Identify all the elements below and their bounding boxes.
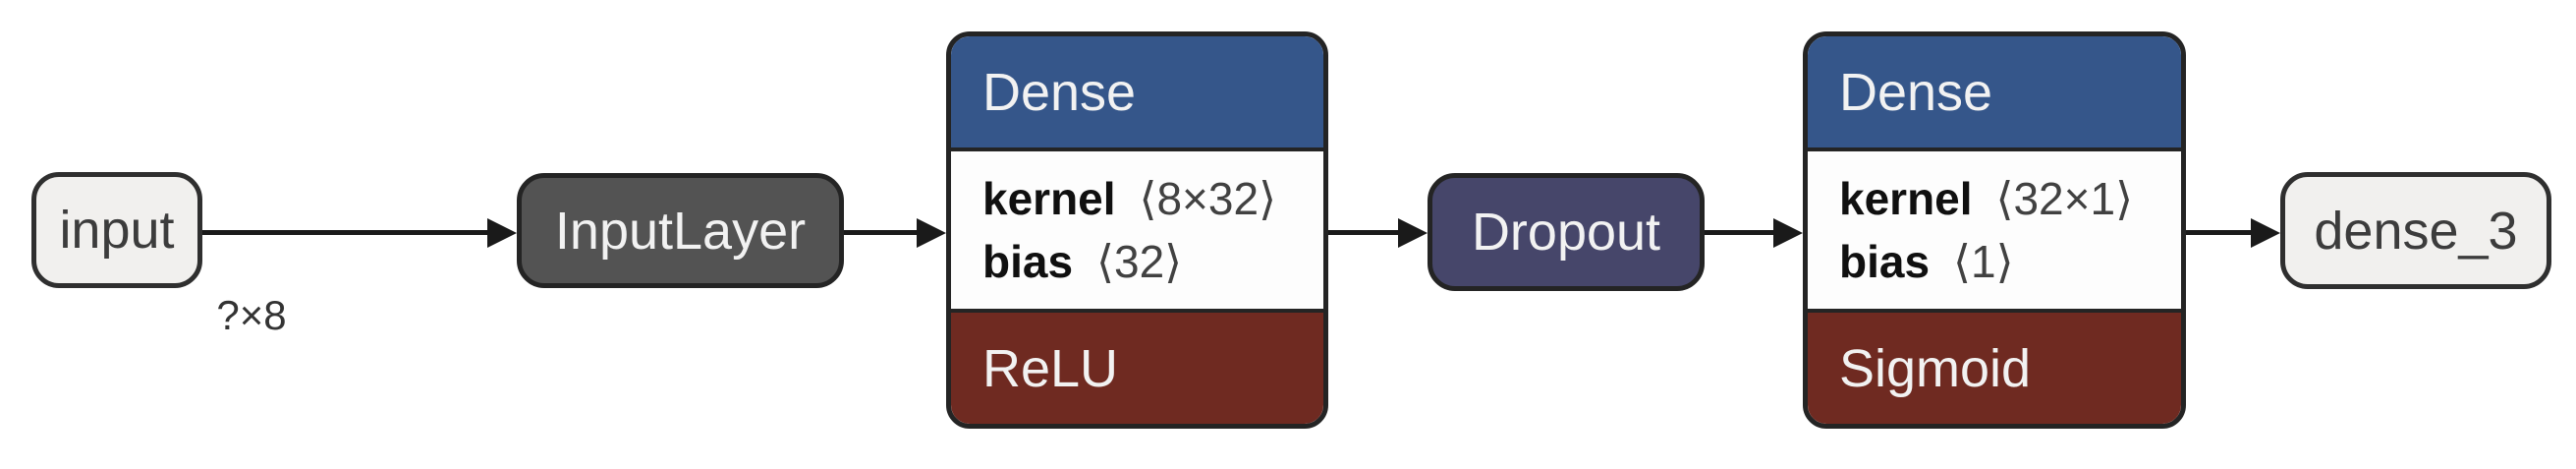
node-dropout-label: Dropout — [1471, 203, 1661, 262]
dense2-param-bias: bias ⟨1⟩ — [1839, 239, 2181, 284]
param-shape: ⟨1⟩ — [1953, 236, 2014, 287]
param-name: bias — [1839, 236, 1931, 287]
dense1-title: Dense — [982, 62, 1137, 122]
param-name: kernel — [1839, 173, 1973, 224]
node-inputlayer[interactable]: InputLayer — [517, 173, 844, 288]
node-dropout[interactable]: Dropout — [1428, 173, 1705, 291]
param-shape: ⟨8×32⟩ — [1139, 173, 1277, 224]
param-name: bias — [982, 236, 1074, 287]
node-inputlayer-label: InputLayer — [554, 201, 807, 261]
edge-dropout-to-dense2 — [1705, 230, 1773, 235]
node-dense-1[interactable]: Dense kernel ⟨8×32⟩ bias ⟨32⟩ ReLU — [946, 31, 1328, 429]
dense1-params: kernel ⟨8×32⟩ bias ⟨32⟩ — [951, 147, 1323, 313]
dense2-activation-label: Sigmoid — [1839, 338, 2032, 398]
dense2-param-kernel: kernel ⟨32×1⟩ — [1839, 176, 2181, 221]
dense1-activation: ReLU — [951, 313, 1323, 424]
dense1-param-bias: bias ⟨32⟩ — [982, 239, 1323, 284]
edge-dense2-to-output — [2186, 230, 2251, 235]
node-output-dense-3[interactable]: dense_3 — [2280, 172, 2551, 289]
dense2-params: kernel ⟨32×1⟩ bias ⟨1⟩ — [1808, 147, 2181, 313]
dense1-header: Dense — [951, 36, 1323, 147]
dense1-activation-label: ReLU — [982, 338, 1119, 398]
edge-input-to-inputlayer — [202, 230, 487, 235]
dense2-title: Dense — [1839, 62, 1993, 122]
node-input[interactable]: input — [31, 172, 202, 288]
param-shape: ⟨32×1⟩ — [1995, 173, 2134, 224]
edge-inputlayer-to-dense1 — [844, 230, 917, 235]
edge-label-input-shape: ?×8 — [216, 292, 287, 338]
edge-dense1-to-dropout — [1328, 230, 1398, 235]
node-output-label: dense_3 — [2314, 201, 2518, 261]
param-shape: ⟨32⟩ — [1096, 236, 1183, 287]
dense2-header: Dense — [1808, 36, 2181, 147]
param-name: kernel — [982, 173, 1116, 224]
node-dense-2[interactable]: Dense kernel ⟨32×1⟩ bias ⟨1⟩ Sigmoid — [1803, 31, 2186, 429]
dense1-param-kernel: kernel ⟨8×32⟩ — [982, 176, 1323, 221]
dense2-activation: Sigmoid — [1808, 313, 2181, 424]
node-input-label: input — [59, 201, 175, 260]
